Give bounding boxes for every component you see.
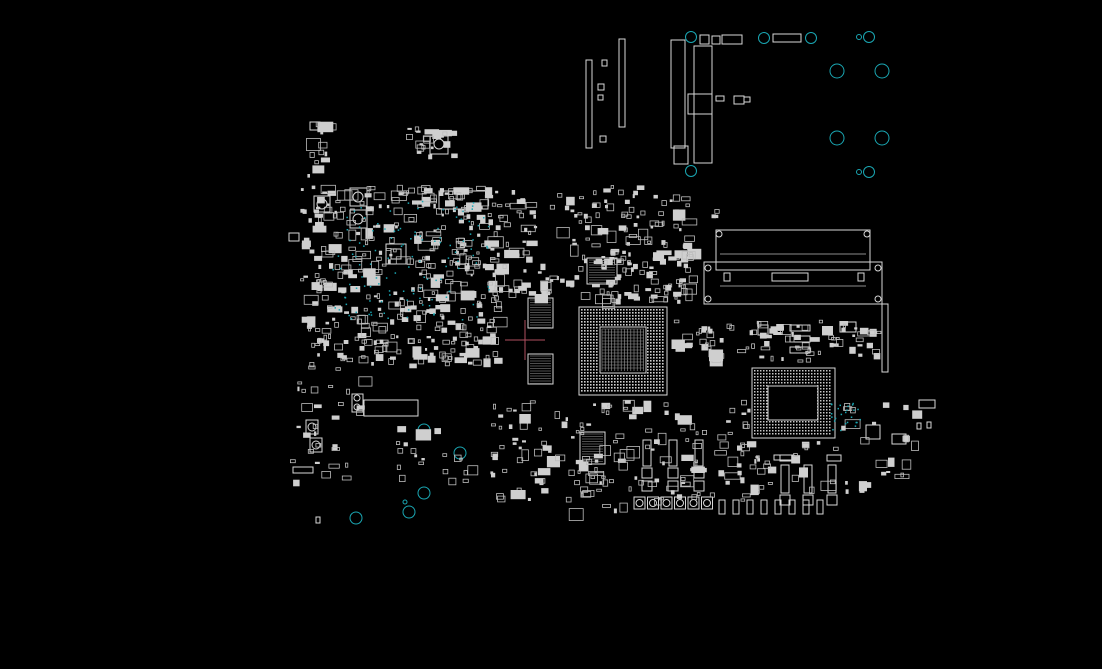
memory-slot-connector[interactable] xyxy=(703,229,889,373)
chipset-bga-package[interactable] xyxy=(751,367,836,439)
mounting-holes-bottom xyxy=(349,423,467,525)
small-passive-components xyxy=(289,121,923,521)
top-header-left[interactable] xyxy=(585,38,626,149)
memory-chips[interactable] xyxy=(527,257,618,465)
top-connector-block[interactable] xyxy=(670,33,802,165)
via-dots xyxy=(332,200,861,432)
cpu-bga-package[interactable] xyxy=(578,306,668,396)
mounting-holes-top xyxy=(685,31,890,178)
crosshair-icon xyxy=(505,320,545,360)
